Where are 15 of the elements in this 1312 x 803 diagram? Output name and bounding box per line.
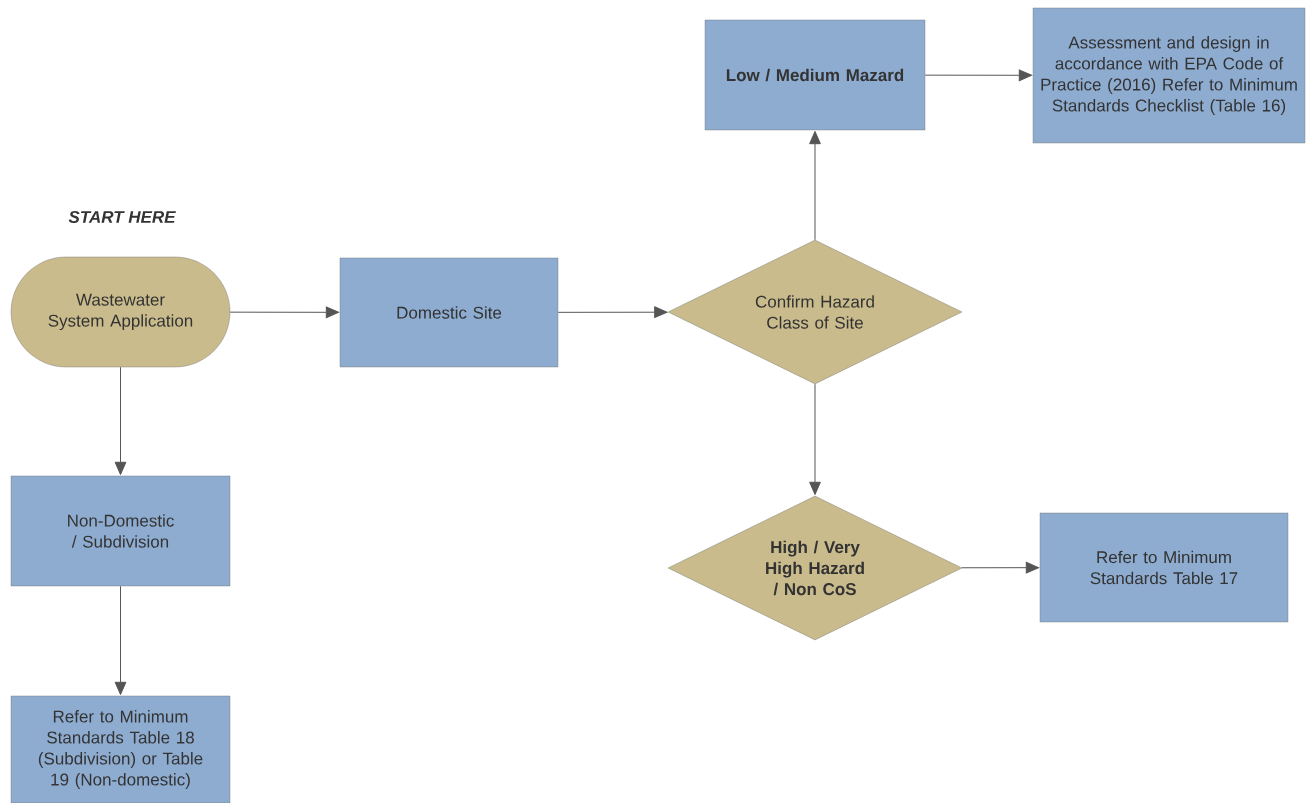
- process-box: Non-Domestic / Subdivision: [10, 475, 231, 587]
- arrow: [114, 585, 127, 695]
- start-label: START HERE: [68, 210, 176, 223]
- arrow: [229, 306, 340, 319]
- process-box: Low / Medium Mazard: [704, 19, 926, 131]
- process-box: Refer to Minimum Standards Table 17: [1039, 512, 1289, 623]
- process-box: Refer to Minimum Standards Table 18 (Subdivision) or Table 19 (Non-domestic): [10, 695, 231, 803]
- arrow: [557, 306, 668, 319]
- arrow: [114, 366, 127, 475]
- arrow: [924, 69, 1033, 82]
- arrow: [809, 130, 821, 241]
- arrow: [961, 561, 1040, 574]
- process-box: Assessment and design in accordance with EPA Code of Practice (2016) Refer to Minimum Standards Checklist (Table 16): [1032, 7, 1306, 144]
- arrow: [809, 383, 821, 495]
- process-box: Domestic Site: [339, 257, 559, 368]
